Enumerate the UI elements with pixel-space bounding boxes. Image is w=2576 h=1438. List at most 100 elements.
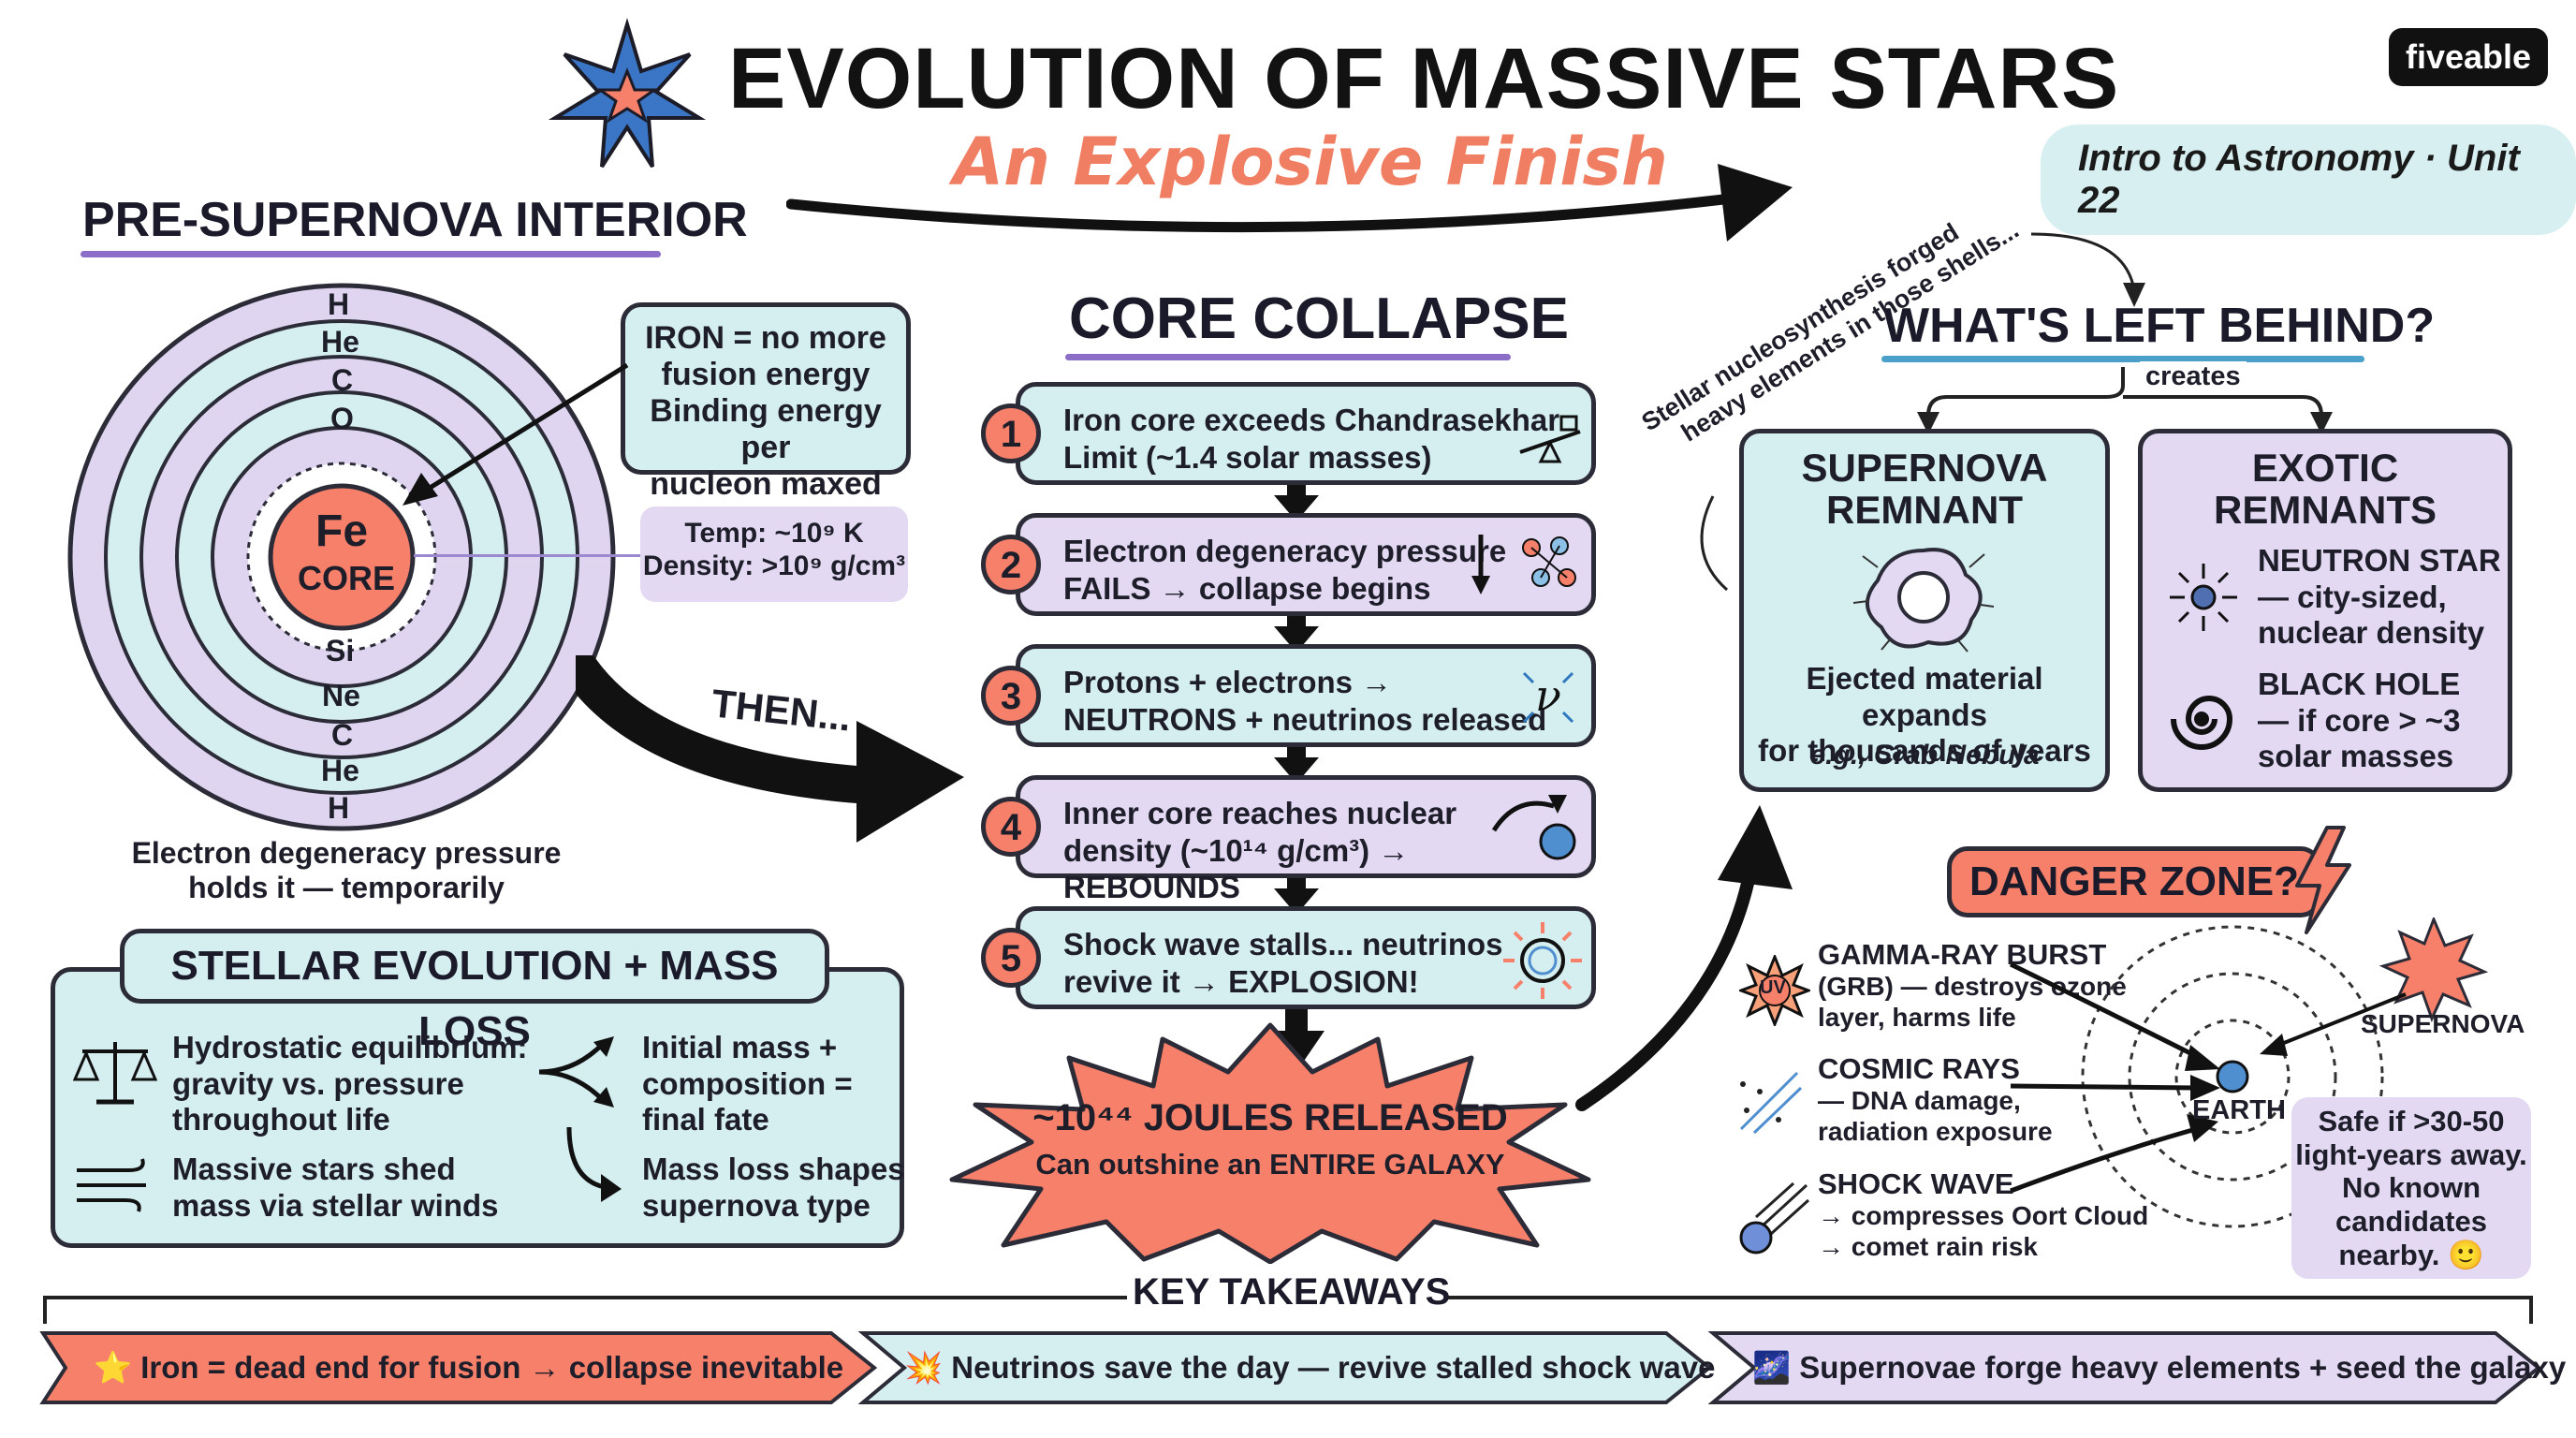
burst-to-remnant-arrow [1575, 805, 1793, 1111]
black-hole-line-1: BLACK HOLE [2258, 667, 2461, 701]
creates-label: creates [2140, 361, 2247, 392]
cosmic-rays-icon [1739, 1071, 1803, 1135]
step-2-line-2: FAILS → collapse begins [1063, 570, 1431, 606]
black-hole-icon [2171, 696, 2233, 750]
step-4-text: Inner core reaches nuclear density (~10¹… [1063, 795, 1591, 906]
step-3-text: Protons + electrons → NEUTRONS + neutrin… [1063, 664, 1546, 738]
fiveable-logo: fiveable [2389, 28, 2549, 86]
step-2-number: 2 [981, 535, 1041, 594]
uv-badge-label: UV [1760, 977, 1786, 998]
layer-label-c-top: C [331, 363, 354, 397]
explosion-icon [1503, 922, 1582, 999]
takeaway-3: 🌌 Supernovae forge heavy elements + seed… [1752, 1331, 2566, 1404]
supernova-remnant-title-1: SUPERNOVA [1801, 446, 2048, 490]
uv-burst-icon [1739, 955, 1810, 1026]
supernova-remnant-example: e.g., Crab Nebula [1809, 740, 2040, 770]
star-layers-diagram [67, 283, 616, 831]
grb-line-1: GAMMA-RAY BURST [1818, 938, 2107, 971]
step-3-line-2: NEUTRONS + neutrinos released [1063, 701, 1547, 737]
layer-label-he-bottom: He [321, 754, 359, 787]
temp-note: Temp: ~10⁹ K [684, 518, 864, 549]
mass-loss-heading: STELLAR EVOLUTION + MASS LOSS [170, 943, 779, 1054]
takeaway-2: 💥 Neutrinos save the day — revive stalle… [904, 1331, 1715, 1404]
neutron-star-icon [2170, 564, 2237, 631]
cosmic-rays-line-2: — DNA damage, [1818, 1086, 2021, 1116]
mass-loss-item-4-line-1: Mass loss shapes [642, 1152, 905, 1186]
shock-wave-line-2: → compresses Oort Cloud [1818, 1201, 2149, 1231]
mass-loss-item-1-line-3: throughout life [172, 1102, 390, 1137]
balance-icon [1519, 415, 1581, 463]
mass-loss-panel [51, 967, 904, 1248]
collapse-underline [1065, 354, 1511, 360]
collapse-step-4: 4 Inner core reaches nuclear density (~1… [981, 775, 1596, 904]
layer-label-c-bottom: C [331, 718, 354, 752]
svg-text:ν: ν [1535, 670, 1561, 721]
takeaway-1-icon: ⭐ [94, 1350, 133, 1385]
fork-arrow-icon [538, 1036, 614, 1108]
step-3-number: 3 [981, 666, 1041, 726]
mass-loss-item-2-line-2: composition = [642, 1065, 853, 1101]
mass-loss-item-1-line-2: gravity vs. pressure [172, 1065, 464, 1101]
collapse-step-5: 5 Shock wave stalls... neutrinos revive … [981, 906, 1596, 1009]
supernova-remnant-desc: Ejected material expands for thousands o… [1739, 661, 2110, 770]
mass-loss-item-1-line-1: Hydrostatic equilibrium: [172, 1030, 528, 1064]
mass-loss-item-2: Initial mass + composition = final fate [642, 1030, 853, 1138]
step-4-line-1: Inner core reaches nuclear [1063, 796, 1457, 830]
temp-density-note: Temp: ~10⁹ K Density: >10⁹ g/cm³ [640, 506, 908, 602]
step-5-number: 5 [981, 928, 1041, 988]
core-label: CORE [298, 559, 396, 597]
collapse-heading: CORE COLLAPSE [1069, 286, 1569, 351]
starburst-icon [548, 18, 707, 169]
energy-burst-shape [949, 1022, 1591, 1264]
grb-line-3: layer, harms life [1818, 1003, 2016, 1033]
safe-line-4: candidates [2335, 1204, 2487, 1238]
step-4-number: 4 [981, 797, 1041, 857]
step-2-line-1: Electron degeneracy pressure [1063, 534, 1507, 568]
interior-heading: PRE-SUPERNOVA INTERIOR [82, 193, 748, 247]
safe-line-5: nearby. 🙂 [2338, 1238, 2484, 1271]
mass-loss-item-3: Massive stars shed mass via stellar wind… [172, 1152, 499, 1224]
layer-label-he-top: He [321, 325, 359, 359]
step-5-text: Shock wave stalls... neutrinos revive it… [1063, 926, 1503, 1000]
core-connector-line [414, 554, 640, 557]
earth-label: EARTH [2192, 1095, 2286, 1125]
hazard-arrows [2009, 961, 2220, 1194]
course-unit-pill: Intro to Astronomy · Unit 22 [2041, 125, 2576, 235]
step-1-number: 1 [981, 404, 1041, 463]
degeneracy-caption-1: Electron degeneracy pressure [131, 836, 562, 870]
exotic-title-2: REMNANTS [2214, 488, 2437, 532]
neutrino-icon: ν [1522, 670, 1574, 724]
takeaway-shapes [39, 1331, 2542, 1404]
scale-icon [73, 1042, 157, 1105]
safe-line-1: Safe if >30-50 [2318, 1105, 2505, 1137]
mass-loss-item-2-line-1: Initial mass + [642, 1030, 838, 1064]
black-hole-line-3: solar masses [2258, 739, 2454, 774]
creates-branch-lines [1917, 367, 2333, 434]
layer-label-o: O [330, 402, 354, 435]
core-symbol: Fe [315, 506, 369, 556]
collapse-step-3: 3 Protons + electrons → NEUTRONS + neutr… [981, 644, 1596, 747]
step-4-line-2: density (~10¹⁴ g/cm³) → REBOUNDS [1063, 832, 1410, 905]
left-behind-underline [1881, 356, 2364, 362]
step-5-line-1: Shock wave stalls... neutrinos [1063, 927, 1503, 961]
takeaway-1-text: Iron = dead end for fusion → collapse in… [140, 1350, 844, 1385]
neutron-star-line-3: nuclear density [2258, 615, 2485, 651]
burst-subline: Can outshine an ENTIRE GALAXY [1035, 1148, 1505, 1181]
neutron-star-line-1: NEUTRON STAR [2258, 543, 2501, 578]
left-behind-heading: WHAT'S LEFT BEHIND? [1883, 299, 2436, 353]
takeaways-heading: KEY TAKEAWAYS [1133, 1271, 1451, 1313]
density-note: Density: >10⁹ g/cm³ [642, 550, 906, 581]
then-arrow [576, 655, 964, 843]
cosmic-rays-line-1: COSMIC RAYS [1818, 1052, 2020, 1085]
takeaway-1: ⭐ Iron = dead end for fusion → collapse … [94, 1331, 843, 1404]
comet-icon [1739, 1181, 1810, 1255]
iron-note-line-2: fusion energy [661, 357, 871, 393]
grb-text: GAMMA-RAY BURST (GRB) — destroys ozone l… [1818, 938, 2127, 1034]
layer-label-h-bottom: H [328, 791, 350, 825]
step-5-line-2: revive it → EXPLOSION! [1063, 963, 1419, 999]
black-hole-text: BLACK HOLE — if core > ~3 solar masses [2258, 667, 2460, 775]
danger-zone-badge: DANGER ZONE? [1947, 846, 2321, 917]
step-1-text: Iron core exceeds Chandrasekhar Limit (~… [1063, 402, 1559, 476]
layer-label-h-top: H [328, 287, 350, 321]
mass-loss-heading-tab: STELLAR EVOLUTION + MASS LOSS [120, 929, 829, 1054]
